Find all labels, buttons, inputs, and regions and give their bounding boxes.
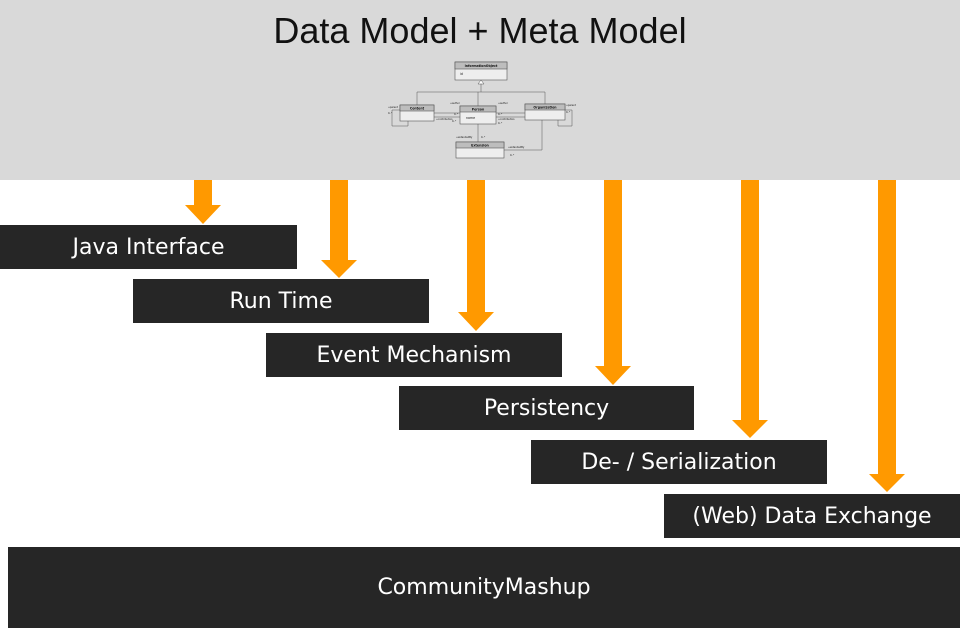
uml-role: +contributors	[498, 118, 515, 121]
diagram-title: Data Model + Meta Model	[273, 10, 687, 51]
uml-mult: 0..*	[498, 113, 503, 116]
uml-role: +parent	[388, 106, 398, 109]
uml-class-name: InformationObject	[465, 64, 498, 68]
base-label: CommunityMashup	[377, 575, 591, 600]
uml-mult: 0..*	[566, 111, 571, 114]
layer-java-interface: Java Interface	[0, 225, 297, 269]
arrow-down-icon	[732, 180, 768, 438]
uml-class-name: Person	[472, 108, 485, 112]
layer-label: Event Mechanism	[316, 342, 512, 368]
layer-event-mechanism: Event Mechanism	[266, 333, 562, 377]
layer-label: Persistency	[483, 395, 610, 421]
layer-serialization: De- / Serialization	[531, 440, 827, 484]
uml-class-name: Content	[410, 107, 425, 111]
uml-role: +author	[450, 102, 460, 105]
arrow-down-icon	[185, 180, 221, 224]
layer-label: (Web) Data Exchange	[692, 503, 932, 529]
arrow-down-icon	[869, 180, 905, 492]
arrow-down-icon	[321, 180, 357, 278]
uml-role: +author	[498, 102, 508, 105]
uml-mult: 0..*	[452, 120, 457, 123]
layer-label: Java Interface	[72, 234, 225, 260]
uml-class-name: Extension	[471, 144, 489, 148]
uml-class-name: Organization	[533, 106, 557, 110]
uml-role: +extendedBy	[456, 136, 473, 139]
layer-persistency: Persistency	[399, 386, 694, 430]
uml-attr: id	[460, 72, 463, 76]
uml-attr: name	[466, 116, 475, 120]
uml-mult: 0..*	[510, 154, 515, 157]
uml-mult: 0..*	[498, 122, 503, 125]
layer-web-data-exchange: (Web) Data Exchange	[664, 494, 960, 538]
uml-role: +contributors	[436, 118, 453, 121]
uml-mult: 0..*	[481, 136, 486, 139]
uml-mult: 0..*	[454, 113, 459, 116]
layer-label: Run Time	[229, 288, 333, 314]
arrow-down-icon	[458, 180, 494, 331]
arrow-down-icon	[595, 180, 631, 385]
uml-role: +parent	[566, 104, 576, 107]
uml-role: +extendedBy	[508, 146, 525, 149]
uml-mult: 0..*	[388, 112, 393, 115]
header-panel: Data Model + Meta Model InformationObjec…	[0, 0, 960, 180]
layer-label: De- / Serialization	[581, 449, 777, 475]
base-community-mashup: CommunityMashup	[8, 547, 960, 628]
layer-run-time: Run Time	[133, 279, 429, 323]
uml-class-diagram: InformationObject id Content Person name…	[388, 61, 576, 159]
